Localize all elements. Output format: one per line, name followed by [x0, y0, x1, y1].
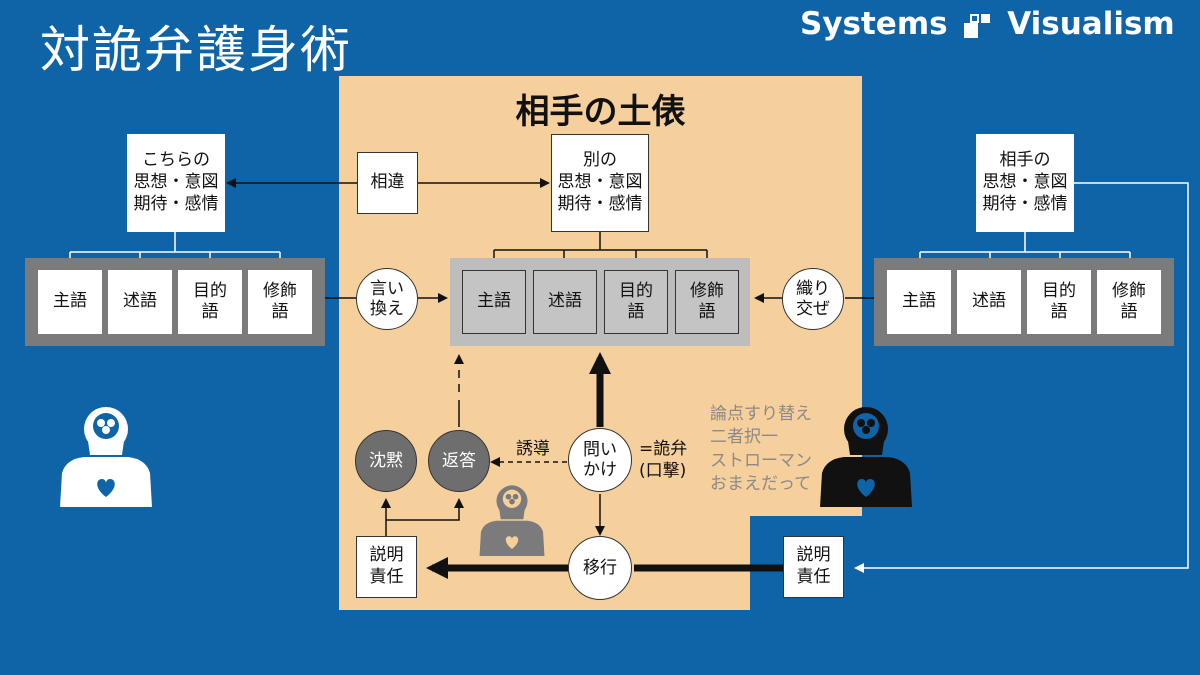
opponent-part-modifier: 修飾 語 [1097, 270, 1161, 334]
our-part-modifier: 修飾 語 [248, 270, 312, 334]
arena-part-object: 目的 語 [604, 270, 668, 334]
silence-circle: 沈黙 [355, 430, 417, 492]
arena-part-predicate: 述語 [533, 270, 597, 334]
heart-icon [857, 479, 875, 497]
brand-name-right: Visualism [1007, 6, 1175, 42]
arena-part-subject: 主語 [462, 270, 526, 334]
arena-part-modifier: 修飾 語 [675, 270, 739, 334]
rephrase-circle: 言い 換え [356, 268, 418, 330]
brand-name-left: Systems [800, 6, 948, 42]
opponent-part-object: 目的 語 [1027, 270, 1091, 334]
interweave-circle: 織り 交ぜ [782, 268, 844, 330]
page-title: 対詭弁護身術 [40, 21, 352, 79]
our-person-icon [60, 407, 152, 507]
other-intent-box: 別の 思想・意図 期待・感情 [551, 134, 649, 232]
audience-person-icon [479, 485, 545, 556]
our-part-object: 目的 語 [178, 270, 242, 334]
transition-circle: 移行 [568, 536, 632, 600]
opponent-part-subject: 主語 [887, 270, 951, 334]
our-part-predicate: 述語 [108, 270, 172, 334]
induce-label: 誘導 [516, 439, 550, 459]
brand-logo: Systems Visualism [800, 6, 1175, 42]
heart-icon [505, 536, 519, 549]
our-part-subject: 主語 [38, 270, 102, 334]
opponent-person-icon [820, 407, 912, 507]
accountability-box-left: 説明 責任 [356, 536, 417, 598]
answer-circle: 返答 [428, 430, 490, 492]
question-circle: 問い かけ [568, 428, 632, 492]
sophistry-label: =詭弁 (口撃) [639, 439, 688, 482]
brand-logo-icon [964, 13, 991, 38]
opponent-intent-box: 相手の 思想・意図 期待・感情 [976, 134, 1074, 232]
heart-icon [97, 479, 115, 497]
difference-box: 相違 [357, 152, 418, 214]
our-intent-box: こちらの 思想・意図 期待・感情 [127, 134, 225, 232]
opponent-part-predicate: 述語 [957, 270, 1021, 334]
accountability-box-right: 説明 責任 [783, 536, 844, 598]
arena-title: 相手の土俵 [515, 92, 686, 132]
fallacy-list: 論点すり替え 二者択一 ストローマン おまえだって [710, 404, 812, 495]
